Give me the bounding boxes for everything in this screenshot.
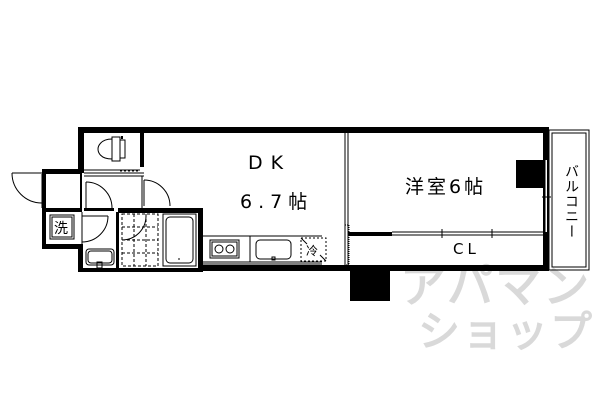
balcony-label: バルコニー xyxy=(563,164,579,239)
fridge-label: 冷 xyxy=(306,244,319,258)
laundry-label: 洗 xyxy=(54,221,68,237)
closet-label: CL xyxy=(453,240,480,258)
watermark-line2: ショップ xyxy=(418,307,595,356)
dk-room-size: 6.7帖 xyxy=(240,191,314,213)
western-room-label: 洋室6帖 xyxy=(405,176,487,198)
dk-room-label: DK xyxy=(248,152,292,174)
